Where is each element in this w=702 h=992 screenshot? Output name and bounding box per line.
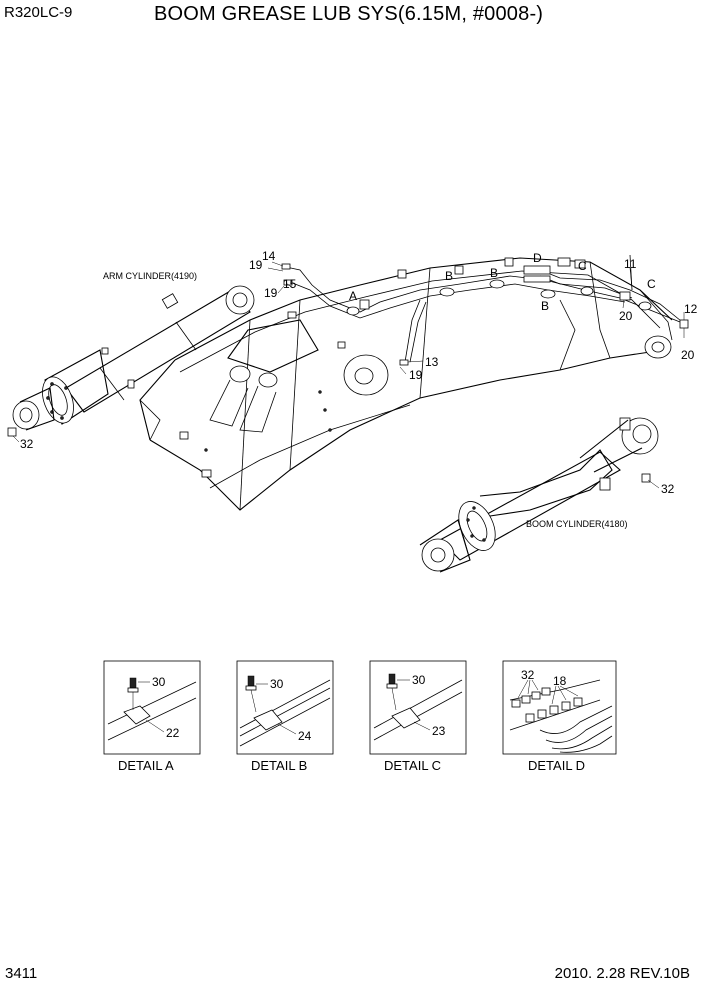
detail-a: 30 22 xyxy=(103,660,201,755)
grease-hoses xyxy=(281,254,689,366)
callout-14: 14 xyxy=(262,249,276,263)
callout-B: B xyxy=(490,266,498,280)
callout-32: 32 xyxy=(661,482,675,496)
callout-20: 20 xyxy=(619,309,633,323)
callout-B: B xyxy=(541,299,549,313)
callout-15: 15 xyxy=(283,277,297,291)
callout-20: 20 xyxy=(681,348,695,362)
detail-b-part-24: 24 xyxy=(298,729,312,743)
detail-b: 30 24 xyxy=(236,660,334,755)
callout-19: 19 xyxy=(409,368,423,382)
callout-32: 32 xyxy=(20,437,34,451)
detail-a-part-22: 22 xyxy=(166,726,180,740)
detail-b-caption: DETAIL B xyxy=(251,758,307,773)
detail-c: 30 23 xyxy=(369,660,467,755)
callout-C: C xyxy=(578,259,587,273)
callout-C: C xyxy=(647,277,656,291)
page-title: BOOM GREASE LUB SYS(6.15M, #0008-) xyxy=(154,3,544,25)
callout-13: 13 xyxy=(425,355,439,369)
callout-D: D xyxy=(533,251,542,265)
detail-c-part-23: 23 xyxy=(432,724,446,738)
detail-d-part-18: 18 xyxy=(553,674,567,688)
detail-a-part-30: 30 xyxy=(152,675,166,689)
callout-12: 12 xyxy=(684,302,698,316)
model-code: R320LC-9 xyxy=(4,4,73,21)
arm-cylinder xyxy=(7,285,255,437)
arm-cylinder-label: ARM CYLINDER(4190) xyxy=(103,271,197,281)
detail-b-part-30: 30 xyxy=(270,677,284,691)
page-number: 3411 xyxy=(5,965,38,982)
detail-c-part-30: 30 xyxy=(412,673,426,687)
detail-d-part-32: 32 xyxy=(521,668,535,682)
revision-date: 2010. 2.28 REV.10B xyxy=(554,965,690,982)
callout-19: 19 xyxy=(249,258,263,272)
detail-d: 32 18 xyxy=(502,660,617,755)
detail-a-caption: DETAIL A xyxy=(118,758,174,773)
boom-cylinder xyxy=(419,417,659,573)
callout-19: 19 xyxy=(264,286,278,300)
callout-leaders xyxy=(12,261,685,489)
detail-d-caption: DETAIL D xyxy=(528,758,585,773)
boom-cylinder-label: BOOM CYLINDER(4180) xyxy=(526,519,628,529)
boom-body xyxy=(139,257,673,511)
detail-c-caption: DETAIL C xyxy=(384,758,441,773)
callout-11: 11 xyxy=(624,257,637,271)
callout-A: A xyxy=(349,289,357,303)
callout-B: B xyxy=(445,269,453,283)
